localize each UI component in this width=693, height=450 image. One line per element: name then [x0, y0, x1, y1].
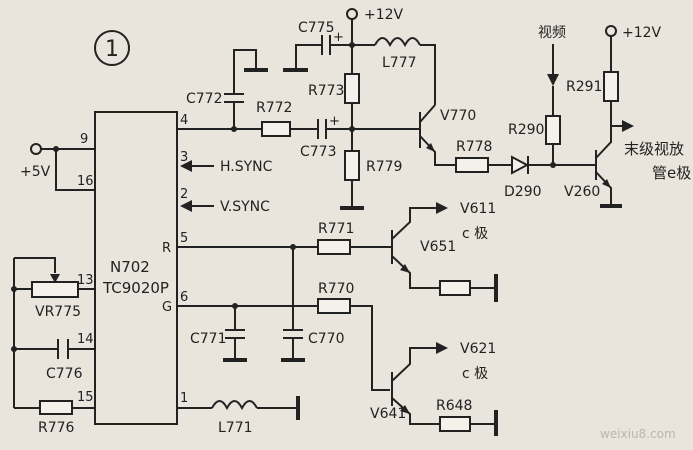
- r648-label: R648: [436, 398, 472, 414]
- ic-n702-body: [94, 111, 178, 425]
- video-label: 视频: [538, 25, 566, 41]
- c772-branch: [224, 49, 268, 129]
- video-arrow: [547, 74, 559, 86]
- d290-label: D290: [504, 184, 542, 200]
- pin-4-label: 4: [180, 113, 188, 128]
- r776-body: [39, 400, 73, 415]
- r290-label: R290: [508, 122, 544, 138]
- c770-label: C770: [308, 331, 345, 347]
- v260-transistor: [595, 126, 622, 207]
- v621-label: V621: [460, 341, 496, 357]
- wire-pin1: [177, 396, 299, 420]
- r778-label: R778: [456, 139, 492, 155]
- plus5v-terminal: [30, 143, 42, 155]
- r773-body: [344, 73, 360, 104]
- pin-14-label: 14: [77, 332, 94, 347]
- c775-plus: +: [333, 30, 344, 45]
- v651-label: V651: [420, 239, 456, 255]
- plus12v-top-terminal: [346, 8, 358, 20]
- v621-pole-label: c 极: [462, 366, 488, 382]
- r779-label: R779: [366, 159, 402, 175]
- vsync-arrow: [180, 200, 192, 212]
- c772-label: C772: [186, 91, 223, 107]
- figure-number: 1: [105, 37, 119, 62]
- pin-6-label: 6: [180, 290, 188, 305]
- wire-pin6: [177, 305, 390, 391]
- wire-5v: [41, 148, 95, 191]
- v611-label: V611: [460, 201, 496, 217]
- d290-body: [511, 155, 530, 175]
- hsync-arrow: [180, 160, 192, 172]
- vr775-wiper-arrow: [50, 274, 60, 283]
- wire-left-network: [13, 257, 95, 409]
- l771-coil: [211, 400, 258, 411]
- v611-pole-label: c 极: [462, 226, 488, 242]
- pin-2-label: 2: [180, 187, 188, 202]
- pin-9-label: 9: [80, 132, 88, 147]
- v641-label: V641: [370, 406, 406, 422]
- v260-label: V260: [564, 184, 600, 200]
- r772-body: [261, 121, 291, 137]
- plus12v-right-terminal: [605, 25, 617, 37]
- v651-emitter-resistor: [439, 280, 471, 296]
- final-emitter-label-b: 管e极: [652, 164, 691, 182]
- r770-body: [317, 298, 351, 314]
- r648-body: [439, 416, 471, 432]
- r778-body: [455, 157, 489, 173]
- r779-body: [344, 150, 360, 181]
- r290-body: [545, 115, 561, 145]
- c775-label: C775: [298, 20, 335, 36]
- pin-3-label: 3: [180, 150, 188, 165]
- pin-1-label: 1: [180, 391, 188, 406]
- final-emitter-label-a: 末级视放: [624, 140, 684, 158]
- c775-plates: [321, 35, 331, 55]
- c776-label: C776: [46, 366, 83, 382]
- c773-label: C773: [300, 144, 337, 160]
- v770-transistor: [352, 104, 456, 166]
- c771-branch: [223, 306, 247, 361]
- figure-number-badge: 1: [94, 30, 130, 66]
- vr775-label: VR775: [35, 304, 81, 320]
- pin-5-label: 5: [180, 231, 188, 246]
- c773-plus: +: [329, 114, 340, 129]
- pin-g-label: G: [162, 300, 172, 315]
- c771-label: C771: [190, 331, 227, 347]
- vr775-body: [31, 281, 79, 298]
- c770-branch: [281, 247, 305, 361]
- v651-transistor: [391, 207, 497, 302]
- r771-body: [317, 239, 351, 255]
- pin-13-label: 13: [77, 273, 94, 288]
- vsync-label: V.SYNC: [220, 199, 270, 215]
- watermark: weixiu8.com: [600, 427, 676, 441]
- c773-plates: [317, 119, 327, 139]
- c776-plates: [57, 339, 69, 359]
- hsync-label: H.SYNC: [220, 159, 273, 175]
- v641-transistor: [391, 347, 497, 436]
- l777-label: L777: [382, 55, 417, 71]
- pin-r-label: R: [162, 241, 171, 256]
- ic-name: N702: [110, 258, 150, 276]
- r770-label: R770: [318, 281, 354, 297]
- plus12v-right-label: +12V: [622, 25, 662, 41]
- r773-label: R773: [308, 83, 344, 99]
- l777-coil: [374, 37, 421, 48]
- r771-label: R771: [318, 221, 354, 237]
- ic-part: TC9020P: [102, 279, 169, 297]
- r776-label: R776: [38, 420, 75, 436]
- l771-label: L771: [218, 420, 253, 436]
- r291-label: R291: [566, 79, 602, 95]
- pin-16-label: 16: [77, 174, 94, 189]
- r291-body: [603, 71, 619, 102]
- v770-label: V770: [440, 108, 476, 124]
- pin-15-label: 15: [77, 390, 94, 405]
- plus12v-top-label: +12V: [364, 7, 404, 23]
- r772-label: R772: [256, 100, 292, 116]
- plus5v-label: +5V: [20, 164, 51, 180]
